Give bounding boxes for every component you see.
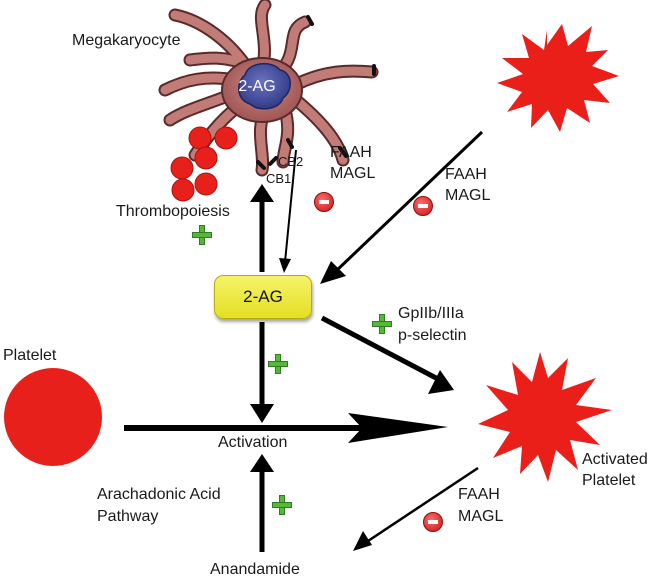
platelet-star-top bbox=[497, 24, 619, 132]
faah-bottom-label: FAAH bbox=[458, 486, 500, 503]
magl-left-label: MAGL bbox=[330, 165, 376, 182]
activated-label: Activated bbox=[582, 451, 648, 468]
platelet-cluster bbox=[170, 126, 238, 202]
plus-icon-arachidonic bbox=[272, 495, 292, 515]
center-2ag-box: 2-AG bbox=[214, 275, 312, 319]
platelet-circle bbox=[4, 368, 102, 466]
magl-bottom-label: MAGL bbox=[458, 508, 504, 525]
faah-right-label: FAAH bbox=[445, 166, 487, 183]
pathway-label: Pathway bbox=[97, 508, 159, 525]
nucleus-label: 2-AG bbox=[238, 78, 276, 95]
p-selectin-label: p-selectin bbox=[398, 327, 467, 344]
activation-label: Activation bbox=[218, 434, 288, 451]
arrow-cb2-to-box bbox=[284, 149, 297, 263]
activated-platelet-label: Platelet bbox=[582, 472, 636, 489]
activated-platelet-star bbox=[478, 352, 612, 482]
nucleus bbox=[238, 63, 291, 110]
arrow-star-to-box bbox=[333, 130, 484, 274]
gpiib-label: GpIIb/IIIa bbox=[398, 305, 464, 322]
faah-left-label: FAAH bbox=[330, 144, 372, 161]
inhibit-icon-bottom bbox=[423, 512, 443, 532]
thrombopoiesis-label: Thrombopoiesis bbox=[116, 203, 230, 220]
megakaryocyte-label: Megakaryocyte bbox=[72, 32, 181, 49]
arrows bbox=[124, 130, 484, 552]
inhibit-icon-left bbox=[314, 192, 334, 212]
arachidonic-label: Arachadonic Acid bbox=[97, 486, 221, 503]
inhibit-icon-right bbox=[413, 196, 433, 216]
cb1-label: CB1 bbox=[266, 171, 292, 186]
cb2-label: CB2 bbox=[278, 154, 304, 169]
platelet-label: Platelet bbox=[3, 347, 57, 364]
anandamide-label: Anandamide bbox=[210, 561, 300, 578]
arrow-box-to-activated bbox=[320, 315, 440, 382]
plus-icon-gpiib bbox=[372, 314, 392, 334]
magl-right-label: MAGL bbox=[445, 187, 491, 204]
plus-icon-thrombopoiesis bbox=[192, 225, 212, 245]
arrow-activated-to-anandamide bbox=[367, 466, 479, 543]
plus-icon-activation bbox=[268, 354, 288, 374]
